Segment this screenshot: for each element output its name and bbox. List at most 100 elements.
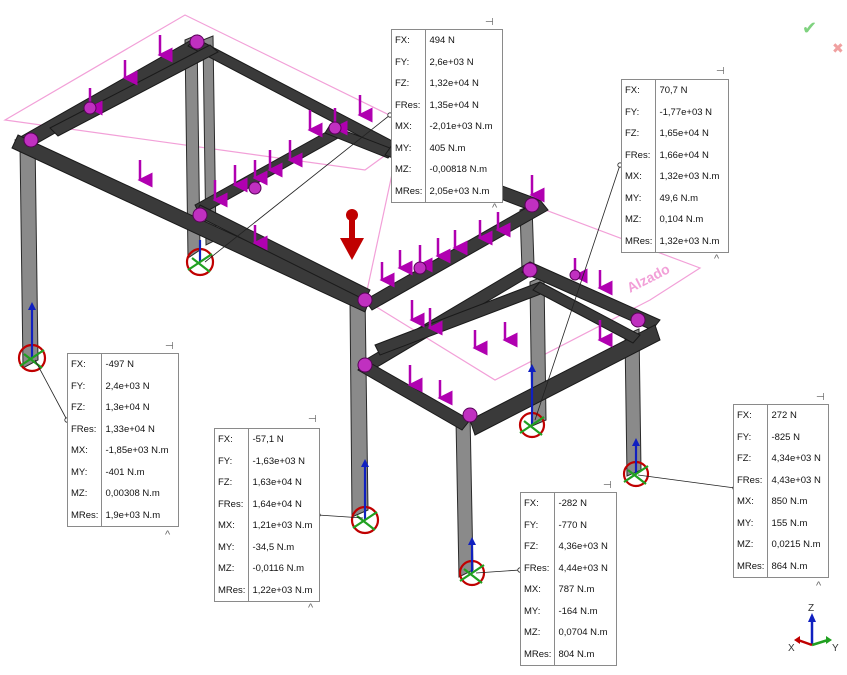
component-value: 0,0704 N.m bbox=[558, 627, 608, 639]
component-label: FX: bbox=[521, 493, 556, 515]
triad-y-label: Y bbox=[832, 643, 839, 654]
component-label: MRes: bbox=[521, 643, 556, 665]
callout-row: MY:49,6 N.m bbox=[622, 187, 728, 209]
pin-icon[interactable]: ⊣ bbox=[165, 341, 174, 352]
chevron-up-icon[interactable]: ^ bbox=[165, 529, 171, 541]
callout-row: MRes:804 N.m bbox=[521, 643, 616, 665]
chevron-up-icon[interactable]: ^ bbox=[714, 253, 720, 265]
component-value: -1,85e+03 N.m bbox=[105, 445, 169, 457]
component-label: MRes: bbox=[734, 555, 769, 577]
component-label: MX: bbox=[622, 166, 657, 188]
component-label: MX: bbox=[215, 515, 250, 537]
component-label: MZ: bbox=[215, 558, 250, 580]
component-label: MRes: bbox=[215, 579, 250, 601]
component-label: FY: bbox=[622, 101, 657, 123]
component-value: 787 N.m bbox=[558, 584, 595, 596]
component-label: FX: bbox=[392, 30, 427, 52]
callout-row: FX:70,7 N bbox=[622, 80, 728, 102]
component-label: MY: bbox=[392, 137, 427, 159]
callout-row: MRes:1,22e+03 N.m bbox=[215, 579, 319, 601]
chevron-up-icon[interactable]: ^ bbox=[308, 602, 314, 614]
reaction-symbols bbox=[17, 240, 650, 587]
component-value: 49,6 N.m bbox=[659, 192, 698, 204]
component-value: 804 N.m bbox=[558, 648, 595, 660]
component-value: -401 N.m bbox=[105, 466, 145, 478]
component-value: 0,0215 N.m bbox=[771, 539, 821, 551]
component-value: 1,21e+03 N.m bbox=[252, 520, 313, 532]
component-value: 494 N bbox=[429, 35, 455, 47]
component-label: FY: bbox=[392, 51, 427, 73]
callout-row: MZ:0,0215 N.m bbox=[734, 534, 828, 556]
component-value: 1,9e+03 N.m bbox=[105, 509, 161, 521]
x-icon[interactable]: ✖ bbox=[832, 40, 844, 56]
component-label: MRes: bbox=[392, 180, 427, 202]
callout-row: MZ:0,00308 N.m bbox=[68, 483, 178, 505]
callout-row: FX:-497 N bbox=[68, 354, 178, 376]
callout-row: MX:1,21e+03 N.m bbox=[215, 515, 319, 537]
callout-row: FRes:1,64e+04 N bbox=[215, 493, 319, 515]
callout-row: FX:-57,1 N bbox=[215, 429, 319, 451]
pin-icon[interactable]: ⊣ bbox=[716, 66, 725, 77]
component-label: MX: bbox=[734, 491, 769, 513]
component-value: 1,32e+04 N bbox=[429, 78, 479, 90]
callout-row: FRes:4,43e+03 N bbox=[734, 469, 828, 491]
callout-row: FZ:1,65e+04 N bbox=[622, 123, 728, 145]
callout-row: MRes:2,05e+03 N.m bbox=[392, 180, 502, 202]
chevron-up-icon[interactable]: ^ bbox=[492, 202, 498, 214]
component-value: 155 N.m bbox=[771, 517, 808, 529]
triad-z-label: Z bbox=[808, 603, 814, 614]
component-value: -497 N bbox=[105, 359, 134, 371]
axis-triad: Z Y X bbox=[788, 603, 839, 654]
component-value: 1,22e+03 N.m bbox=[252, 584, 313, 596]
pin-icon[interactable]: ⊣ bbox=[603, 480, 612, 491]
component-label: MZ: bbox=[68, 483, 103, 505]
component-label: MRes: bbox=[68, 504, 103, 526]
component-label: MX: bbox=[521, 579, 556, 601]
component-value: 2,05e+03 N.m bbox=[429, 185, 490, 197]
pin-icon[interactable]: ⊣ bbox=[308, 414, 317, 425]
lower-frame-beams bbox=[357, 261, 661, 436]
component-value: 0,104 N.m bbox=[659, 214, 704, 226]
callout-row: FX:494 N bbox=[392, 30, 502, 52]
pin-icon[interactable]: ⊣ bbox=[816, 392, 825, 403]
component-value: 2,4e+03 N bbox=[105, 380, 150, 392]
component-value: -825 N bbox=[771, 431, 800, 443]
component-label: FY: bbox=[215, 450, 250, 472]
component-value: 850 N.m bbox=[771, 496, 808, 508]
component-label: MY: bbox=[521, 600, 556, 622]
component-value: -57,1 N bbox=[252, 434, 284, 446]
callout-row: MRes:864 N.m bbox=[734, 555, 828, 577]
component-value: 4,34e+03 N bbox=[771, 453, 821, 465]
component-label: MX: bbox=[392, 116, 427, 138]
pin-icon[interactable]: ⊣ bbox=[485, 17, 494, 28]
callout-row: MY:-164 N.m bbox=[521, 600, 616, 622]
component-value: 4,43e+03 N bbox=[771, 474, 821, 486]
component-value: 2,6e+03 N bbox=[429, 56, 474, 68]
checkmark-icon[interactable]: ✔ bbox=[802, 18, 818, 38]
callout-row: MZ:-0,00818 N.m bbox=[392, 159, 502, 181]
component-value: -1,63e+03 N bbox=[252, 455, 306, 467]
callout-row: MRes:1,32e+03 N.m bbox=[622, 230, 728, 252]
component-label: FZ: bbox=[521, 536, 556, 558]
component-label: FZ: bbox=[734, 448, 769, 470]
component-label: FZ: bbox=[68, 397, 103, 419]
callout-row: MX:-1,85e+03 N.m bbox=[68, 440, 178, 462]
component-label: FRes: bbox=[68, 418, 103, 440]
callout-row: MX:850 N.m bbox=[734, 491, 828, 513]
callout-row: FZ:1,63e+04 N bbox=[215, 472, 319, 494]
callout-row: MZ:0,0704 N.m bbox=[521, 622, 616, 644]
callout-row: FZ:1,32e+04 N bbox=[392, 73, 502, 95]
callout-row: FRes:1,33e+04 N bbox=[68, 418, 178, 440]
component-value: 1,32e+03 N.m bbox=[659, 235, 720, 247]
callout-row: FY:-1,77e+03 N bbox=[622, 101, 728, 123]
chevron-up-icon[interactable]: ^ bbox=[816, 580, 822, 592]
callout-row: FY:-1,63e+03 N bbox=[215, 450, 319, 472]
component-value: 405 N.m bbox=[429, 142, 466, 154]
component-label: FX: bbox=[215, 429, 250, 451]
